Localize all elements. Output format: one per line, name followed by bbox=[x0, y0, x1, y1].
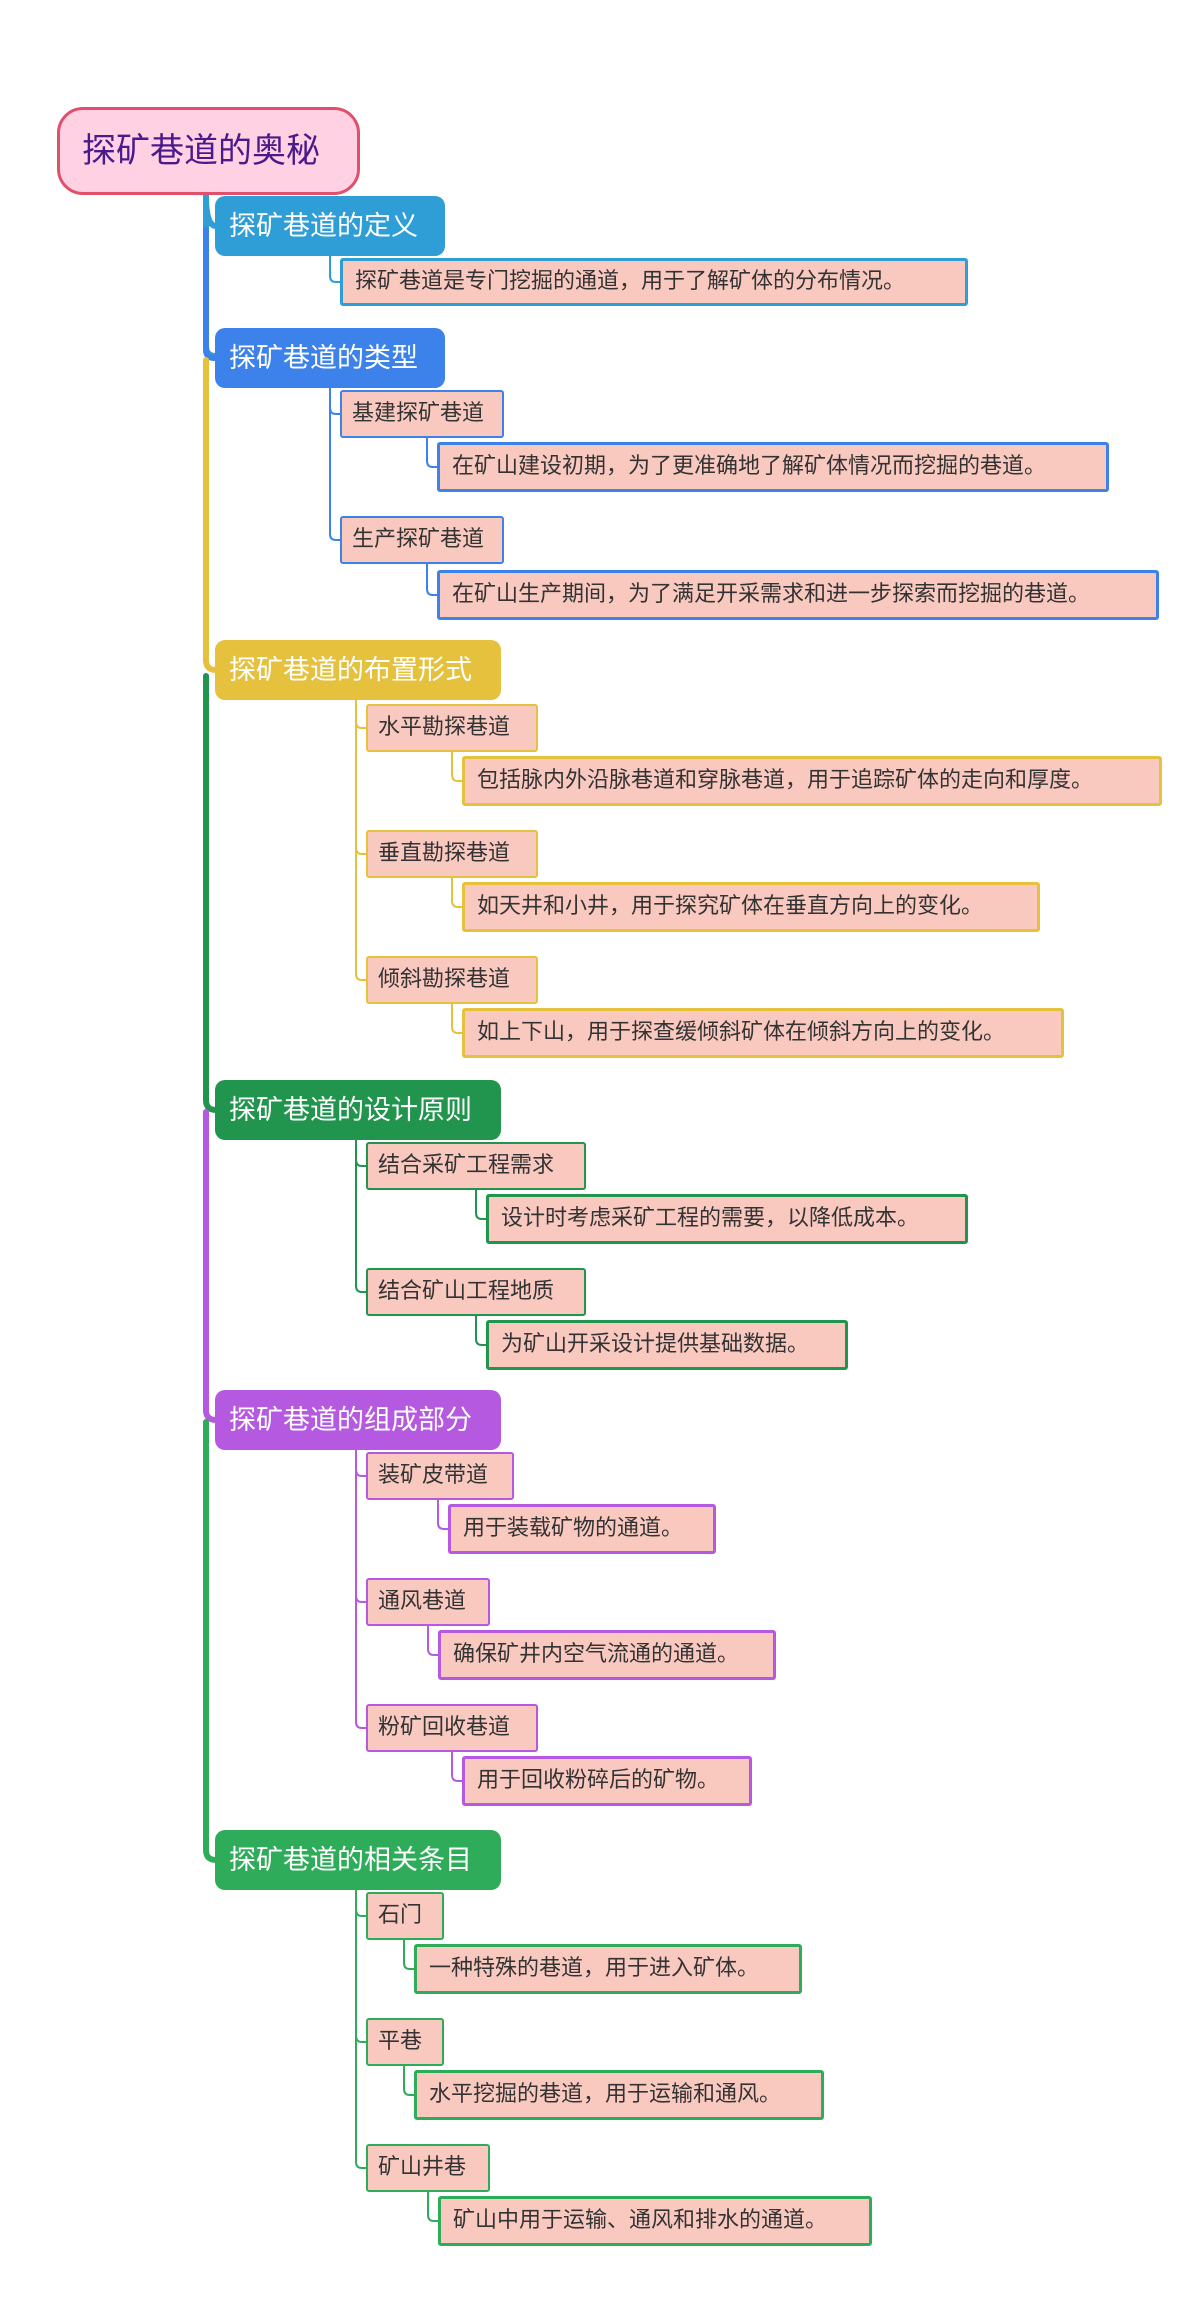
leaf-types-1[interactable]: 在矿山建设初期，为了更准确地了解矿体情况而挖掘的巷道。 bbox=[437, 442, 1109, 492]
sub-related-1[interactable]: 石门 bbox=[366, 1892, 444, 1940]
sub-layout-1[interactable]: 水平勘探巷道 bbox=[366, 704, 538, 752]
link-types-1 bbox=[329, 387, 341, 415]
link-related-leaf-2 bbox=[403, 2065, 415, 2096]
link-design-leaf-2 bbox=[475, 1315, 487, 1346]
leaf-definition[interactable]: 探矿巷道是专门挖掘的通道，用于了解矿体的分布情况。 bbox=[340, 258, 968, 306]
link-layout-leaf-2 bbox=[451, 877, 463, 908]
link-components-1 bbox=[355, 1449, 367, 1477]
link-related-leaf-1 bbox=[403, 1939, 415, 1970]
leaf-layout-3[interactable]: 如上下山，用于探查缓倾斜矿体在倾斜方向上的变化。 bbox=[462, 1008, 1064, 1058]
link-design-2 bbox=[355, 1139, 367, 1293]
link-design-leaf-1 bbox=[475, 1189, 487, 1220]
branch-layout[interactable]: 探矿巷道的布置形式 bbox=[215, 640, 501, 700]
link-components-leaf-1 bbox=[437, 1499, 449, 1530]
link-design-1 bbox=[355, 1139, 367, 1167]
sub-components-3[interactable]: 粉矿回收巷道 bbox=[366, 1704, 538, 1752]
leaf-types-2[interactable]: 在矿山生产期间，为了满足开采需求和进一步探索而挖掘的巷道。 bbox=[437, 570, 1159, 620]
sub-components-1[interactable]: 装矿皮带道 bbox=[366, 1452, 514, 1500]
link-types-leaf-2 bbox=[426, 563, 438, 596]
leaf-related-1[interactable]: 一种特殊的巷道，用于进入矿体。 bbox=[414, 1944, 802, 1994]
link-components-leaf-3 bbox=[451, 1751, 463, 1782]
leaf-layout-1[interactable]: 包括脉内外沿脉巷道和穿脉巷道，用于追踪矿体的走向和厚度。 bbox=[462, 756, 1162, 806]
leaf-related-2[interactable]: 水平挖掘的巷道，用于运输和通风。 bbox=[414, 2070, 824, 2120]
branch-components[interactable]: 探矿巷道的组成部分 bbox=[215, 1390, 501, 1450]
link-components-leaf-2 bbox=[427, 1625, 439, 1656]
sub-related-3[interactable]: 矿山井巷 bbox=[366, 2144, 490, 2192]
sub-layout-3[interactable]: 倾斜勘探巷道 bbox=[366, 956, 538, 1004]
link-types-leaf-1 bbox=[426, 437, 438, 468]
link-definition-leaf bbox=[329, 255, 341, 283]
leaf-components-1[interactable]: 用于装载矿物的通道。 bbox=[448, 1504, 716, 1554]
link-types-2 bbox=[329, 387, 341, 541]
leaf-design-1[interactable]: 设计时考虑采矿工程的需要，以降低成本。 bbox=[486, 1194, 968, 1244]
sub-types-1[interactable]: 基建探矿巷道 bbox=[340, 390, 504, 438]
branch-related[interactable]: 探矿巷道的相关条目 bbox=[215, 1830, 501, 1890]
link-layout-2 bbox=[355, 699, 367, 855]
link-related-3 bbox=[355, 1889, 367, 2169]
trunk-components bbox=[203, 1109, 219, 1423]
trunk-design bbox=[203, 673, 219, 1113]
trunk-start bbox=[203, 193, 219, 229]
trunk-layout bbox=[203, 357, 219, 673]
leaf-components-2[interactable]: 确保矿井内空气流通的通道。 bbox=[438, 1630, 776, 1680]
sub-design-2[interactable]: 结合矿山工程地质 bbox=[366, 1268, 586, 1316]
link-related-leaf-3 bbox=[427, 2191, 439, 2222]
sub-design-1[interactable]: 结合采矿工程需求 bbox=[366, 1142, 586, 1190]
leaf-related-3[interactable]: 矿山中用于运输、通风和排水的通道。 bbox=[438, 2196, 872, 2246]
leaf-layout-2[interactable]: 如天井和小井，用于探究矿体在垂直方向上的变化。 bbox=[462, 882, 1040, 932]
sub-components-2[interactable]: 通风巷道 bbox=[366, 1578, 490, 1626]
leaf-components-3[interactable]: 用于回收粉碎后的矿物。 bbox=[462, 1756, 752, 1806]
sub-related-2[interactable]: 平巷 bbox=[366, 2018, 444, 2066]
link-components-3 bbox=[355, 1449, 367, 1729]
branch-design[interactable]: 探矿巷道的设计原则 bbox=[215, 1080, 501, 1140]
leaf-design-2[interactable]: 为矿山开采设计提供基础数据。 bbox=[486, 1320, 848, 1370]
trunk-types bbox=[203, 227, 218, 361]
root-topic[interactable]: 探矿巷道的奥秘 bbox=[57, 107, 360, 195]
link-layout-leaf-1 bbox=[451, 751, 463, 782]
branch-definition[interactable]: 探矿巷道的定义 bbox=[215, 196, 445, 256]
link-layout-1 bbox=[355, 699, 367, 729]
link-related-1 bbox=[355, 1889, 367, 1917]
link-layout-leaf-3 bbox=[451, 1003, 463, 1034]
sub-types-2[interactable]: 生产探矿巷道 bbox=[340, 516, 504, 564]
sub-layout-2[interactable]: 垂直勘探巷道 bbox=[366, 830, 538, 878]
branch-types[interactable]: 探矿巷道的类型 bbox=[215, 328, 445, 388]
trunk-related bbox=[203, 1419, 219, 1863]
link-layout-3 bbox=[355, 699, 367, 981]
